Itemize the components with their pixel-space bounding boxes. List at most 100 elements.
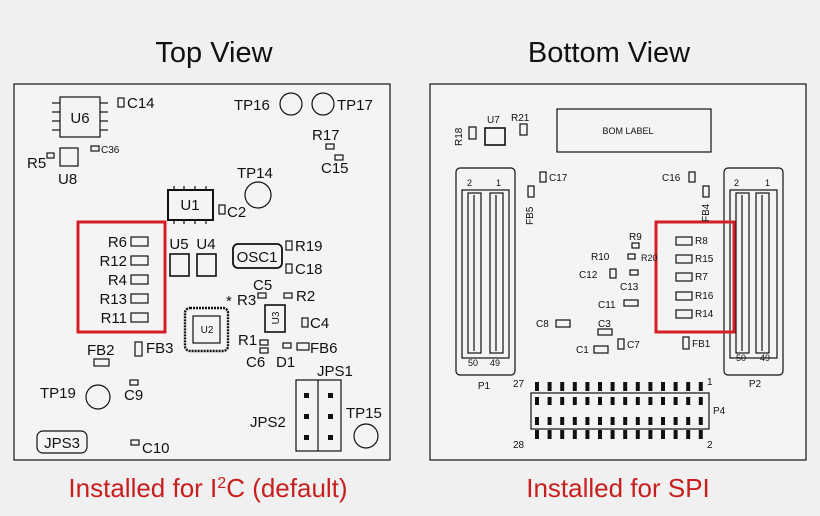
label-p1-pin50: 50	[468, 358, 478, 368]
tp14-pad	[244, 181, 272, 209]
p4-pin	[686, 382, 691, 391]
label-p4-pin27: 27	[513, 379, 525, 390]
p1-connector-inner	[461, 189, 510, 359]
r1-pad	[259, 339, 269, 346]
p4-pin	[661, 417, 665, 425]
top-view-title: Top View	[155, 37, 273, 69]
r18-pad	[468, 126, 477, 140]
label-d1: D1	[276, 354, 295, 371]
r6-pad	[130, 236, 149, 247]
u1-pins	[173, 186, 207, 224]
label-c11: C11	[598, 300, 616, 311]
label-c13: C13	[620, 282, 639, 293]
p4-pin	[585, 430, 590, 439]
label-tp17: TP17	[337, 97, 373, 114]
label-c7: C7	[627, 340, 640, 351]
p4-pin	[661, 382, 665, 391]
c13-pad	[629, 269, 639, 276]
label-r17: R17	[312, 127, 340, 144]
c10-pad	[130, 439, 140, 446]
p4-pin	[635, 430, 640, 439]
label-r1: R1	[238, 332, 257, 349]
r17-pad	[325, 143, 335, 150]
d1-pad	[282, 342, 292, 349]
r21-pad	[519, 123, 528, 136]
label-r10: R10	[591, 252, 610, 263]
p4-pin	[623, 397, 628, 405]
label-r3: R3	[237, 292, 256, 309]
label-fb6: FB6	[310, 340, 338, 357]
c14-pad	[117, 97, 125, 108]
r5-pad	[46, 152, 55, 159]
p1-connector-outer	[455, 167, 516, 376]
p4-pin	[560, 382, 565, 391]
label-r19: R19	[295, 238, 323, 255]
c5-pad	[257, 292, 267, 299]
p4-pin	[698, 430, 703, 439]
p4-pin	[610, 397, 615, 405]
tp17-pad	[311, 92, 335, 116]
label-p2-pin2: 2	[734, 178, 739, 188]
label-u7: U7	[487, 115, 500, 126]
label-c1: C1	[576, 345, 589, 356]
p4-pin	[648, 397, 653, 405]
label-u5: U5	[169, 236, 188, 253]
label-r21: R21	[511, 113, 530, 124]
osc1-chip	[232, 243, 283, 269]
r8-pad	[675, 236, 693, 246]
p4-pin	[635, 397, 640, 405]
label-r16: R16	[695, 291, 714, 302]
p4-pin	[547, 417, 552, 425]
p4-pin	[635, 382, 640, 391]
p2-connector-inner	[729, 189, 778, 359]
label-osc1: OSC1	[237, 249, 278, 266]
u7-chip	[484, 127, 506, 146]
label-c5: C5	[253, 277, 272, 294]
c16-pad	[688, 171, 696, 183]
c36-pad	[90, 145, 100, 152]
p4-pin	[535, 417, 539, 425]
r7-pad	[675, 272, 693, 282]
label-r12: R12	[99, 253, 127, 270]
label-c9: C9	[124, 387, 143, 404]
label-c2: C2	[227, 204, 246, 221]
label-c4: C4	[310, 315, 329, 332]
p4-pin	[698, 417, 703, 425]
u2-die	[192, 315, 221, 344]
r4-pad	[130, 274, 149, 285]
p4-pin	[572, 397, 577, 405]
p4-pin	[686, 430, 691, 439]
u4-chip	[196, 253, 217, 277]
tp16-pad	[279, 92, 303, 116]
top-highlight-box	[76, 220, 167, 334]
p4-pin	[535, 382, 539, 391]
label-tp16: TP16	[234, 97, 270, 114]
label-c36: C36	[101, 145, 120, 156]
fb6-pad	[296, 342, 310, 351]
label-u2: U2	[201, 325, 214, 336]
p2-connector-outer	[723, 167, 784, 376]
jps3-outline	[36, 430, 88, 454]
p4-pin	[560, 430, 565, 439]
c4-pad	[301, 317, 309, 328]
label-p1-pin1: 1	[496, 178, 501, 188]
label-p2: P2	[749, 379, 762, 390]
label-p4-pin28: 28	[513, 440, 525, 451]
label-p2-pin49: 49	[760, 353, 770, 363]
label-r6: R6	[108, 234, 127, 251]
label-jps1: JPS1	[317, 363, 353, 380]
label-p1-pin49: 49	[490, 358, 500, 368]
p4-pin	[598, 382, 602, 391]
bottom-board-outline	[429, 83, 807, 461]
r2-pad	[283, 292, 293, 299]
u2-chip	[183, 306, 230, 353]
p4-pin	[585, 397, 590, 405]
p4-pin	[598, 397, 602, 405]
p4-pin	[535, 397, 539, 405]
r15-pad	[675, 254, 693, 264]
c17-pad	[539, 171, 547, 183]
label-fb2: FB2	[87, 342, 115, 359]
c15-pad	[334, 154, 344, 161]
p4-pin	[673, 382, 678, 391]
p4-pin	[661, 397, 665, 405]
